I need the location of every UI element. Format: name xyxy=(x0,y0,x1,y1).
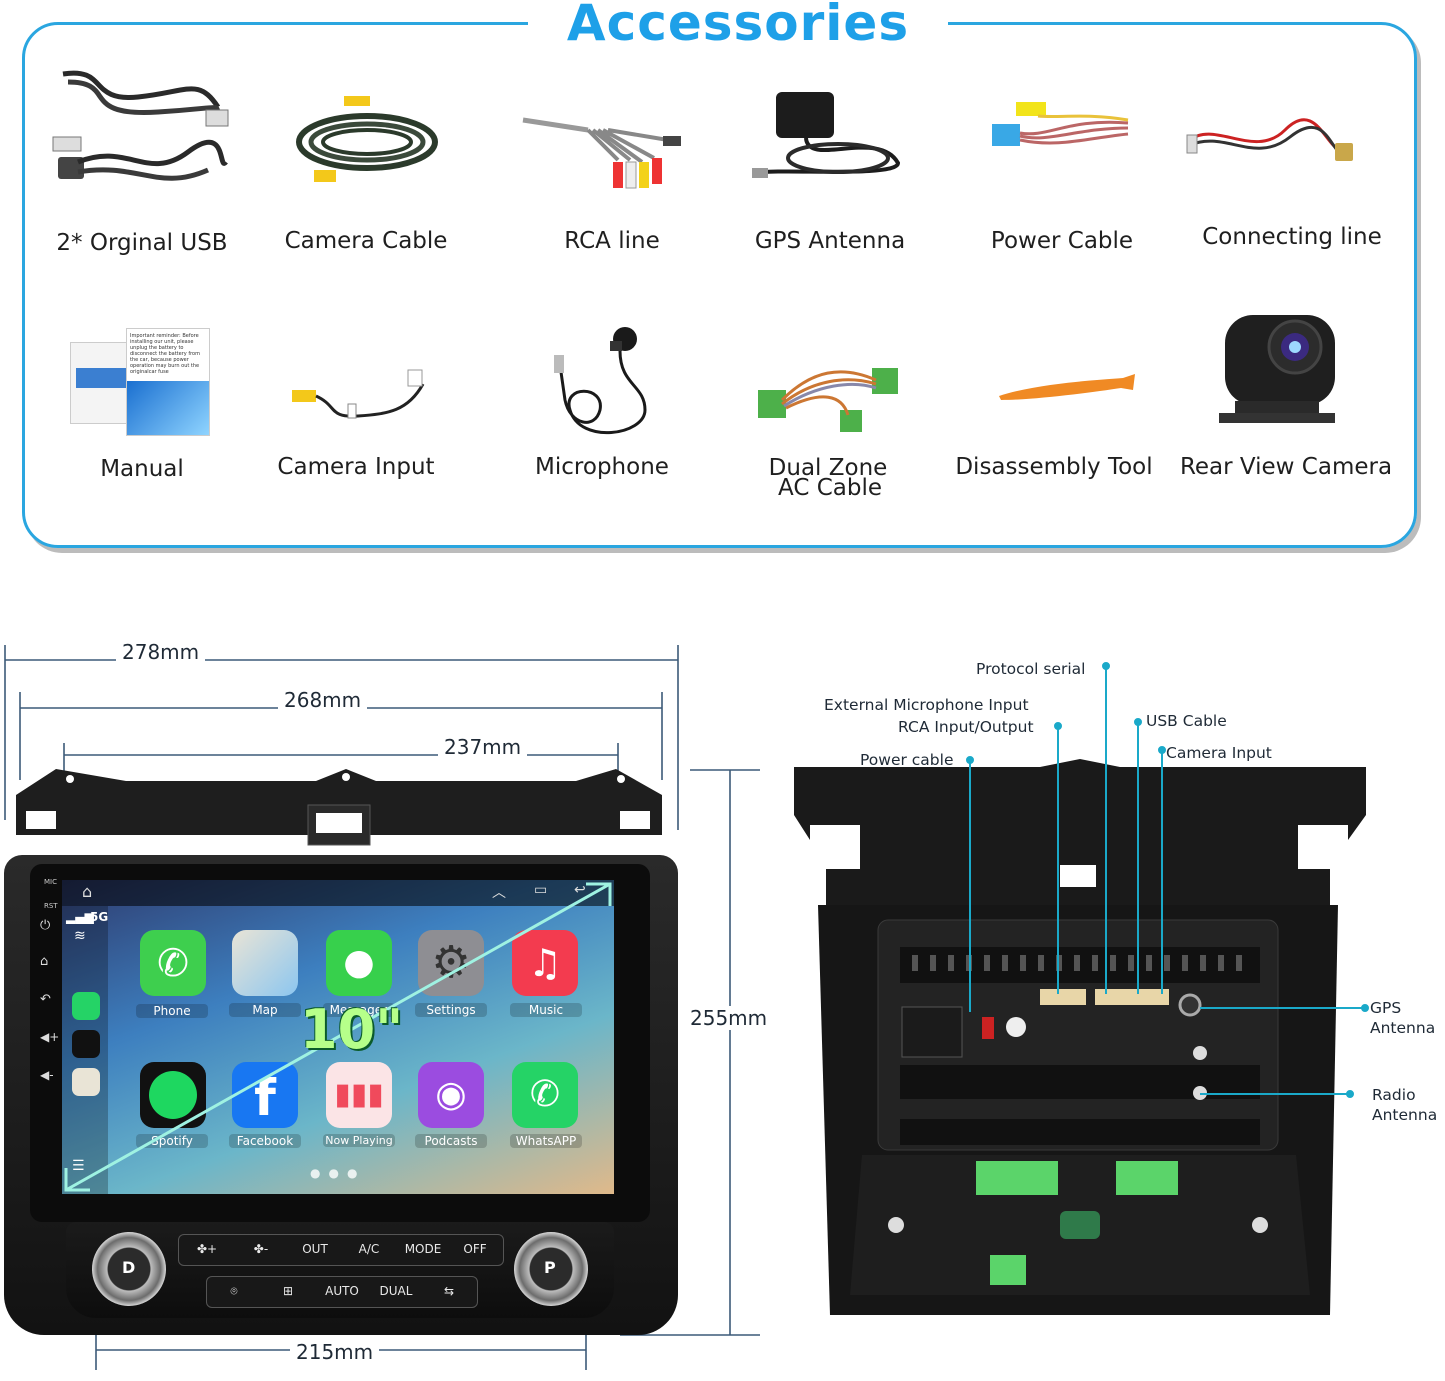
app-facebook-icon[interactable]: f xyxy=(232,1062,298,1128)
app-now-playing-icon[interactable]: ▮▮▮ xyxy=(326,1062,392,1128)
app-label-map: Map xyxy=(229,1003,301,1017)
rear-camera-icon xyxy=(1219,315,1335,423)
accessory-label-usb: 2* Orginal USB xyxy=(56,230,228,256)
section-title: Accessories xyxy=(528,0,948,56)
knob-right[interactable] xyxy=(514,1232,588,1306)
auto-button[interactable]: AUTO xyxy=(325,1284,359,1298)
accessory-label-rear-camera: Rear View Camera xyxy=(1179,454,1393,480)
accessory-label-connecting-line: Connecting line xyxy=(1202,224,1382,250)
home-outline-icon[interactable]: ⌂ xyxy=(82,882,93,901)
accessory-label-disassembly-tool: Disassembly Tool xyxy=(955,454,1153,480)
dual-button[interactable]: DUAL xyxy=(379,1284,413,1298)
dim-outer-width: 278mm xyxy=(116,640,206,664)
app-label-phone: Phone xyxy=(136,1004,208,1018)
mic-label: MIC xyxy=(44,878,57,886)
volume-down-icon[interactable]: ◀- xyxy=(40,1068,54,1082)
label-rca-io: RCA Input/Output xyxy=(898,718,1034,736)
return-icon[interactable]: ↩ xyxy=(574,882,586,898)
app-label-whatsapp: WhatsAPP xyxy=(510,1134,582,1148)
microphone-icon xyxy=(554,327,647,434)
power-icon[interactable]: ⏻ xyxy=(40,918,51,933)
connector-callout-lines xyxy=(966,662,1369,1098)
label-usb-cable: USB Cable xyxy=(1146,712,1227,730)
dim-screen-width: 237mm xyxy=(438,735,528,759)
recirculate-button[interactable]: ⇆ xyxy=(443,1284,455,1298)
fan-up-button[interactable]: ✤+ xyxy=(196,1242,218,1256)
accessory-label-camera-cable: Camera Cable xyxy=(284,228,448,254)
label-gps-line1: GPS xyxy=(1370,999,1402,1017)
app-phone-icon[interactable]: ✆ xyxy=(140,930,206,996)
dock-spotify-icon[interactable] xyxy=(72,1030,100,1058)
app-map-icon[interactable] xyxy=(232,930,298,996)
back-icon[interactable]: ↶ xyxy=(40,992,51,1007)
window-icon[interactable]: ▭ xyxy=(534,882,548,898)
volume-up-icon[interactable]: ◀+ xyxy=(40,1030,60,1044)
knob-left[interactable] xyxy=(92,1232,166,1306)
app-label-settings: Settings xyxy=(415,1003,487,1017)
rear-defrost-button[interactable]: ⊞ xyxy=(282,1284,294,1298)
app-label-podcasts: Podcasts xyxy=(415,1134,487,1148)
manual-reminder-text: Important reminder: Before installing ou… xyxy=(130,333,200,375)
knob-right-label: P xyxy=(544,1258,556,1277)
accessory-label-ac-cable-line1: Dual Zone xyxy=(768,455,888,481)
front-defrost-button[interactable]: ⌾ xyxy=(230,1284,238,1298)
usb-cable-icon xyxy=(52,70,229,181)
knob-left-label: D xyxy=(122,1258,136,1277)
dock-grid-icon[interactable]: ☰ xyxy=(72,1158,85,1174)
app-whatsapp-icon[interactable]: ✆ xyxy=(512,1062,578,1128)
out-button[interactable]: OUT xyxy=(302,1242,328,1256)
app-messages-icon[interactable]: ● xyxy=(326,930,392,996)
head-unit-bracket xyxy=(16,769,662,846)
accessory-label-ac-cable-line2: AC Cable xyxy=(778,475,882,501)
manual-icon: Important reminder: Before installing ou… xyxy=(70,328,210,436)
rca-line-icon xyxy=(522,117,681,189)
pry-tool-icon xyxy=(999,374,1135,400)
top-bar xyxy=(62,880,614,906)
page-dots: ●●● xyxy=(310,1166,366,1180)
app-label-now-playing: Now Playing xyxy=(323,1134,395,1147)
screen-diagonal-arrow xyxy=(64,882,612,1192)
climate-row-bottom xyxy=(206,1276,478,1308)
accessory-label-power-cable: Power Cable xyxy=(990,228,1134,254)
ac-button[interactable]: A/C xyxy=(358,1242,380,1256)
signal-5g: 5G xyxy=(90,910,109,924)
label-camera-input: Camera Input xyxy=(1166,744,1272,762)
expand-icon[interactable]: ︿ xyxy=(492,885,506,901)
climate-row-top xyxy=(178,1234,504,1266)
label-radio-line2: Antenna xyxy=(1372,1106,1438,1124)
accessory-label-camera-input: Camera Input xyxy=(277,454,435,480)
camera-input-icon xyxy=(292,369,425,419)
signal-icon: ▂▄▆ xyxy=(66,910,94,924)
label-gps-line2: Antenna xyxy=(1370,1019,1436,1037)
dock-whatsapp-icon[interactable] xyxy=(72,992,100,1020)
accessory-label-microphone: Microphone xyxy=(535,454,669,480)
label-power-cable: Power cable xyxy=(860,751,954,769)
off-button[interactable]: OFF xyxy=(463,1242,487,1256)
wifi-icon: ≋ xyxy=(74,928,86,944)
app-music-icon[interactable]: ♫ xyxy=(512,930,578,996)
app-podcasts-icon[interactable]: ◉ xyxy=(418,1062,484,1128)
camera-cable-icon xyxy=(296,96,438,182)
label-external-mic: External Microphone Input xyxy=(824,696,1029,714)
dim-height: 255mm xyxy=(684,1006,774,1030)
label-protocol-serial: Protocol serial xyxy=(976,660,1086,678)
gps-antenna-icon xyxy=(752,92,901,178)
screen-size-label: 10" xyxy=(300,998,404,1061)
accessory-label-gps-antenna: GPS Antenna xyxy=(754,228,906,254)
power-cable-icon xyxy=(992,102,1129,146)
label-radio-line1: Radio xyxy=(1372,1086,1416,1104)
dim-bottom-width: 215mm xyxy=(290,1340,380,1364)
accessory-label-rca-line: RCA line xyxy=(564,228,660,254)
accessory-label-manual: Manual xyxy=(100,456,184,482)
ac-cable-icon xyxy=(758,368,898,432)
dock-map-icon[interactable] xyxy=(72,1068,100,1096)
home-icon[interactable]: ⌂ xyxy=(40,954,49,969)
connecting-line-icon xyxy=(1186,118,1353,161)
app-label-facebook: Facebook xyxy=(229,1134,301,1148)
rst-label: RST xyxy=(44,902,58,910)
dim-frame-width: 268mm xyxy=(278,688,368,712)
mode-button[interactable]: MODE xyxy=(404,1242,442,1256)
app-label-music: Music xyxy=(510,1003,582,1017)
fan-down-button[interactable]: ✤- xyxy=(253,1242,269,1256)
